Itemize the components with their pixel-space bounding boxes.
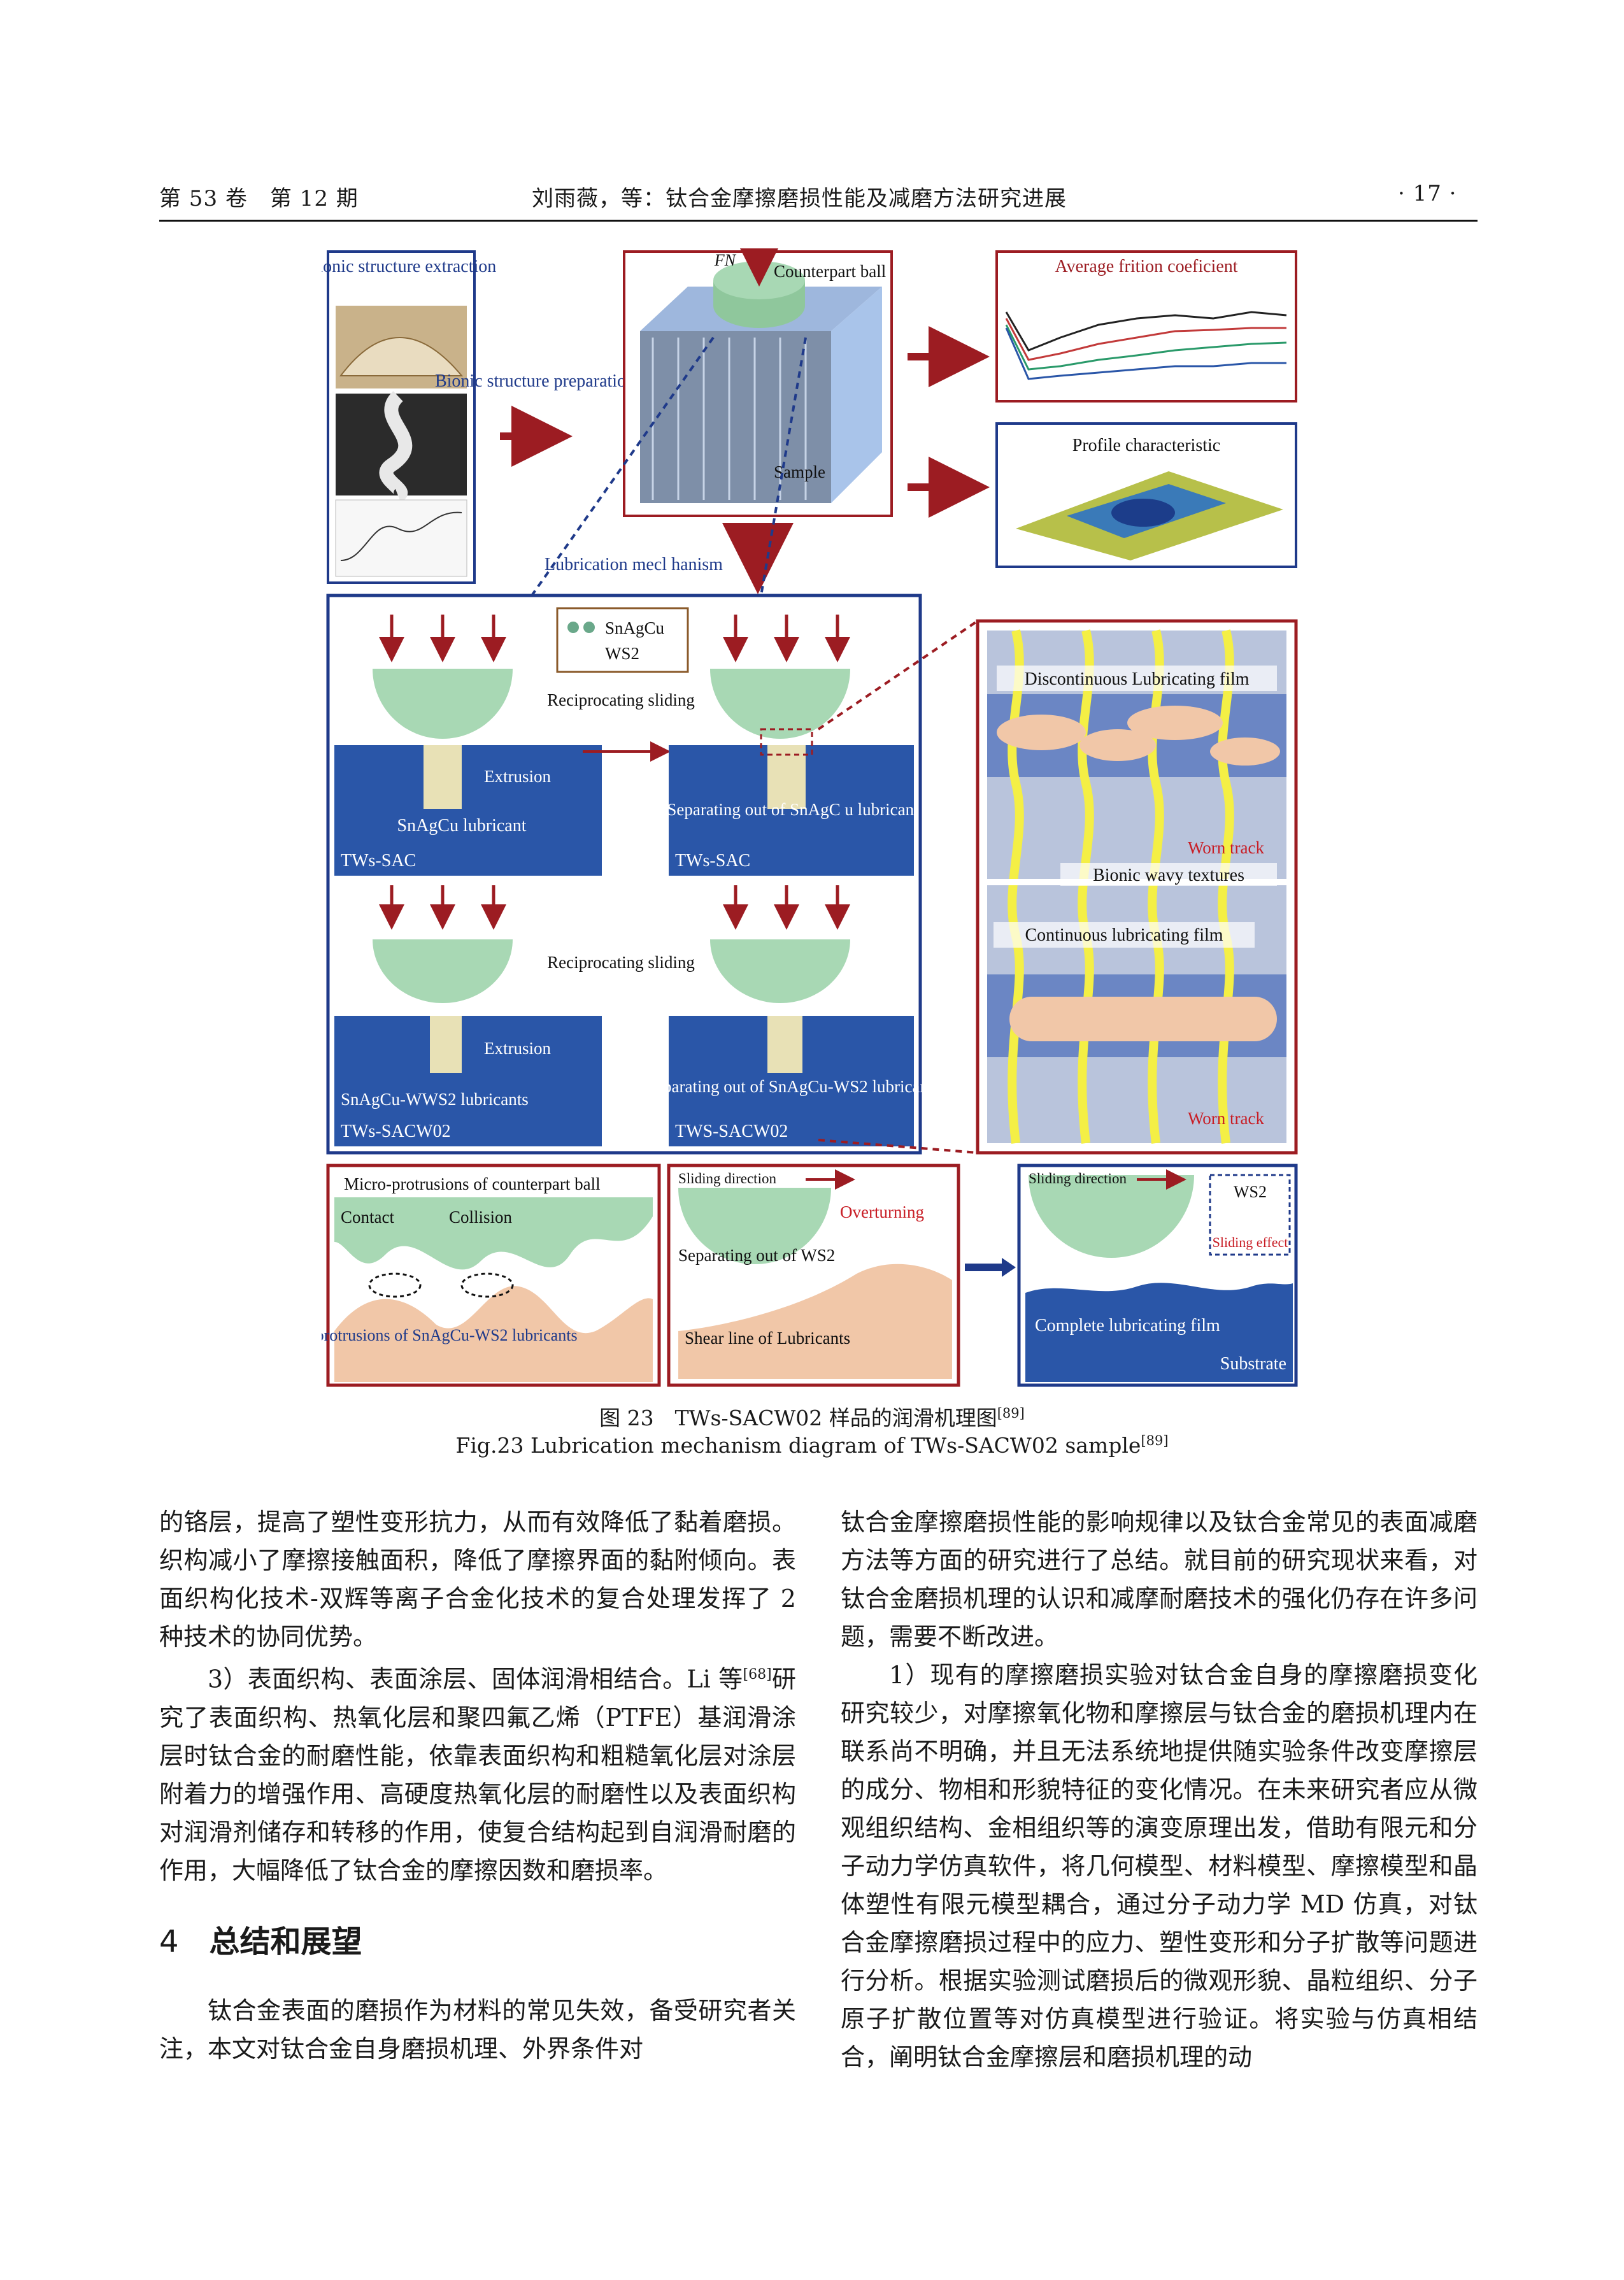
header-volume: 第 53 卷 第 12 期	[159, 186, 359, 211]
extrusion-label-1: Extrusion	[484, 767, 551, 786]
bionic-wavy-label: Bionic wavy textures	[1093, 866, 1244, 885]
down-arrows-br	[723, 885, 850, 930]
profile-label: Profile characteristic	[1072, 436, 1220, 455]
overturning-label: Overturning	[840, 1202, 924, 1222]
snagcu-wws2-label: SnAgCu-WWS2 lubricants	[341, 1090, 529, 1109]
cont-film-label: Continuous lubricating film	[1025, 925, 1223, 945]
contact-label: Contact	[341, 1208, 394, 1227]
header-page: · 17 ·	[1398, 181, 1457, 206]
panel-bionic-extraction: Bionic structure extraction	[322, 250, 496, 584]
panel-mechanism: Extrusion SnAgCu lubricant TWs-SAC SnAgC…	[326, 594, 940, 1155]
lub-mech-label: Lubrication mecl hanism	[545, 555, 723, 574]
right-paragraph-1: 钛合金摩擦磨损性能的影响规律以及钛合金常见的表面减磨方法等方面的研究进行了总结。…	[841, 1508, 1478, 1651]
ws2-inset-label: WS2	[1234, 1183, 1267, 1201]
figure-lubrication-mechanism: Bionic structure extraction Bionic struc…	[322, 248, 1298, 1387]
panel-sample: FN Counterpart ball Sample	[623, 248, 893, 517]
fn-label: FN	[714, 251, 737, 269]
left-paragraph-3: 钛合金表面的磨损作为材料的常见失效，备受研究者关注，本文对钛合金自身磨损机理、外…	[159, 1996, 796, 2063]
sliding-dir-label-1: Sliding direction	[678, 1171, 776, 1186]
shear-line-label: Shear line of Lubricants	[685, 1329, 850, 1348]
tws-sac-label-1: TWs-SAC	[341, 851, 416, 871]
right-paragraph-2: 1）现有的摩擦磨损实验对钛合金自身的摩擦磨损变化研究较少，对摩擦氧化物和摩擦层与…	[841, 1661, 1478, 2071]
separating-ws2-label: Separating out of WS2	[678, 1246, 835, 1265]
caption-en: Fig.23 Lubrication mechanism diagram of …	[455, 1433, 1169, 1458]
reciprocating-label-1: Reciprocating sliding	[547, 690, 695, 709]
down-arrows-tr	[723, 615, 850, 662]
tws-sacw02b-label: TWS-SACW02	[675, 1122, 788, 1141]
collision-label: Collision	[449, 1208, 513, 1227]
left-paragraph-2: 3）表面织构、表面涂层、固体润滑相结合。Li 等[68]研究了表面织构、热氧化层…	[159, 1665, 796, 1885]
panel-avg-friction: Average frition coeficient	[995, 250, 1297, 403]
disc-film-label: Discontinuous Lubricating film	[1024, 669, 1249, 689]
header-rule	[159, 220, 1478, 222]
sliding-dir-label-2: Sliding direction	[1029, 1171, 1127, 1186]
snagcu-lubricant-label: SnAgCu lubricant	[397, 816, 527, 836]
legend-snagcu: SnAgCu	[605, 618, 665, 638]
sliding-effect-label: Sliding effect	[1213, 1234, 1288, 1250]
substrate-label: Substrate	[1220, 1354, 1286, 1374]
tws-sac-label-2: TWs-SAC	[675, 851, 750, 871]
panel-profile: Profile characteristic	[995, 422, 1297, 568]
reciprocating-label-2: Reciprocating sliding	[547, 953, 695, 972]
caption-cn: 图 23 TWs-SACW02 样品的润滑机理图[89]	[599, 1406, 1025, 1430]
bionic-extraction-label: Bionic structure extraction	[322, 257, 496, 276]
panel-micro-protrusions: Micro-protrusions of counterpart ball Co…	[322, 1164, 661, 1387]
legend-ws2: WS2	[605, 644, 639, 663]
panel-overturning: Sliding direction Overturning Separating…	[667, 1164, 960, 1387]
down-arrows-tl	[379, 615, 506, 662]
down-arrows-bl	[379, 885, 506, 930]
counterpart-ball-label: Counterpart ball	[774, 262, 886, 281]
bionic-preparation-label: Bionic structure preparation	[435, 371, 635, 391]
separating-label-2: Separating out of SnAgCu-WS2 lubricants	[646, 1077, 940, 1096]
header-title: 刘雨薇，等：钛合金摩擦磨损性能及减磨方法研究进展	[532, 186, 1067, 211]
worn-track-label-2: Worn track	[1188, 1109, 1265, 1128]
left-paragraph-1: 的铬层，提高了塑性变形抗力，从而有效降低了黏着磨损。织构减小了摩擦接触面积，降低…	[159, 1508, 796, 1651]
avg-friction-label: Average frition coeficient	[1055, 257, 1237, 276]
extrusion-label-2: Extrusion	[484, 1039, 551, 1058]
separating-label-1: Separating out of SnAgC u lubricant	[667, 800, 919, 819]
worn-track-label-1: Worn track	[1188, 838, 1265, 857]
micro-ball-label: Micro-protrusions of counterpart ball	[344, 1174, 601, 1193]
micro-snagcu-label: Miero-protrusions of SnAgCu-WS2 lubrican…	[322, 1326, 578, 1344]
right-column: 钛合金摩擦磨损性能的影响规律以及钛合金常见的表面减磨方法等方面的研究进行了总结。…	[841, 1503, 1478, 2076]
left-column: 的铬层，提高了塑性变形抗力，从而有效降低了黏着磨损。织构减小了摩擦接触面积，降低…	[159, 1503, 796, 2068]
panel-complete-film: Sliding direction WS2 Sliding effect Com…	[1017, 1164, 1298, 1387]
panel-textures: Discontinuous Lubricating film Worn trac…	[817, 619, 1298, 1155]
tws-sacw02-label: TWs-SACW02	[341, 1122, 451, 1141]
complete-film-label: Complete lubricating film	[1035, 1316, 1220, 1336]
